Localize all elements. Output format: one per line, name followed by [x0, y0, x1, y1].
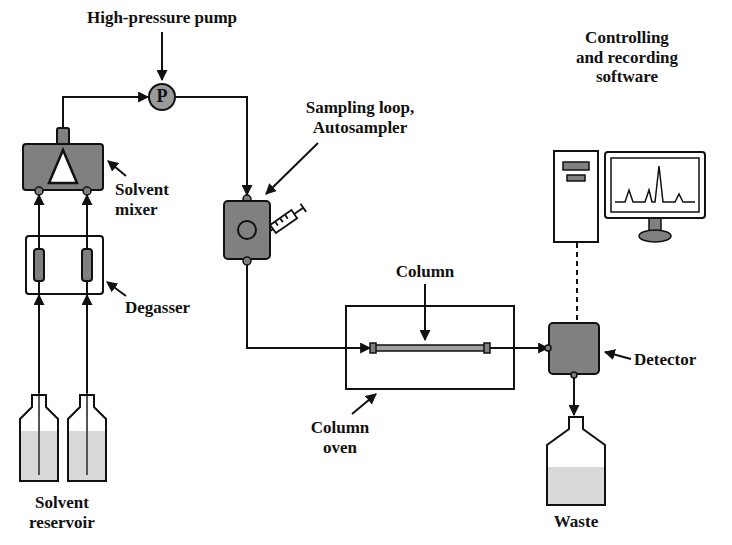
solvent-mixer-outline [22, 128, 104, 195]
connector-path [490, 347, 548, 349]
node-label: Controlling and recording software [572, 28, 682, 87]
leader-line [107, 282, 126, 296]
connector-path [576, 243, 578, 322]
node-label: Column [385, 262, 465, 282]
connector-path [86, 295, 88, 393]
column-tube-outline [370, 343, 490, 353]
connector-path [176, 97, 247, 195]
pump-circle: High-pressure pumpP [148, 83, 176, 111]
node-label: Waste [536, 512, 616, 532]
leader-line [424, 284, 426, 340]
connector-path [38, 295, 40, 393]
computer-outline [553, 150, 705, 243]
degasser-box: Degasser [25, 235, 104, 295]
leader-line [352, 394, 376, 414]
node-label: Detector [634, 350, 724, 370]
computer: Controlling and recording software [553, 150, 705, 243]
solvent-mixer: Solvent mixer [22, 128, 104, 195]
syringe-symbol [265, 204, 306, 237]
degasser-box-outline [25, 235, 104, 295]
node-label: Column oven [295, 418, 385, 457]
autosampler-box: Sampling loop, Autosampler [222, 195, 272, 265]
detector-box-outline [548, 322, 600, 375]
solvent-reservoir-outline [18, 393, 108, 483]
node-label: Solvent reservoir [17, 493, 107, 532]
flow-line [176, 97, 247, 195]
connector-path [63, 97, 148, 128]
node-label: P [148, 86, 176, 107]
connector-path [573, 375, 575, 415]
leader-lines [107, 32, 631, 414]
node-label: High-pressure pump [62, 8, 262, 28]
leader-line [266, 143, 318, 194]
flow-line [39, 195, 87, 235]
connector-path [38, 195, 40, 235]
column-oven: ColumnColumn oven [345, 305, 515, 390]
autosampler-box-outline [222, 195, 272, 265]
column-tube: Column [370, 343, 490, 353]
flow-line [39, 295, 87, 393]
leader-line [605, 352, 631, 359]
waste-bottle-outline [545, 415, 607, 507]
flow-line [490, 348, 548, 349]
detector-box: Detector [548, 322, 600, 375]
connector-path [86, 195, 88, 235]
signal-line [577, 243, 578, 322]
node-label: Degasser [125, 298, 225, 318]
flow-line [574, 375, 575, 415]
flow-line [63, 97, 148, 128]
leader-line [108, 161, 126, 176]
node-label: Solvent mixer [115, 180, 187, 219]
leader-line [161, 32, 163, 80]
node-label: Sampling loop, Autosampler [295, 98, 425, 137]
solvent-reservoir: Solvent reservoir [18, 393, 108, 483]
waste-bottle: Waste [545, 415, 607, 507]
